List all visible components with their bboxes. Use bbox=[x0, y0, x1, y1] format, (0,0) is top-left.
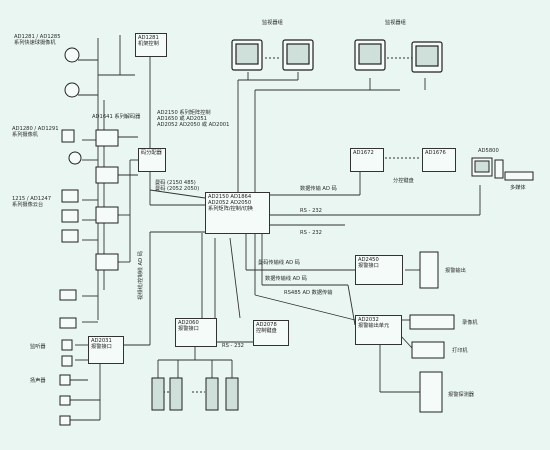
box-ad2032: AD2032 报警输出单元 bbox=[355, 315, 402, 345]
mid-note: AD2150 系列矩阵控制 AD1650 或 AD2051 AD2052 AD2… bbox=[157, 110, 230, 128]
box-matrix: AD2150 AD1864 AD2052 AD2050 系列矩阵/控制/切换 bbox=[205, 192, 270, 234]
alarm-device-icons bbox=[409, 251, 455, 413]
connection-lines bbox=[70, 35, 481, 421]
monitor-top2-label: 监视器组 bbox=[385, 20, 406, 26]
vcr-label: 录像机 bbox=[462, 320, 478, 326]
sensors-label: 报警探测器 bbox=[448, 392, 474, 398]
pc-label: AD5800 bbox=[478, 148, 499, 154]
box-ad2032-label: AD2032 报警输出单元 bbox=[358, 317, 390, 329]
ad-line: RS485 AD 数据传输 bbox=[284, 290, 333, 296]
note-code: 曼码 (2150 485) 曼码 (2052 2050) bbox=[155, 180, 200, 192]
rs232-a: RS - 232 bbox=[300, 208, 322, 214]
box-ad1281-label: AD1281 机架控制 bbox=[138, 35, 159, 47]
rs232-b: RS - 232 bbox=[300, 230, 322, 236]
alarm-out-label: 报警输出 bbox=[445, 268, 466, 274]
box-ad2031: AD2031 报警接口 bbox=[88, 336, 124, 364]
box-ad1676: AD1676 bbox=[422, 148, 456, 172]
dome-camera-icons bbox=[59, 47, 82, 329]
box-ad1676-label: AD1676 bbox=[425, 150, 446, 156]
box-ad2450: AD2450 报警接口 bbox=[355, 255, 403, 285]
pc-icon bbox=[471, 157, 534, 181]
box-ad2031-label: AD2031 报警接口 bbox=[91, 338, 112, 350]
kbd-label: 分控键盘 bbox=[393, 178, 414, 184]
box-ad2060-label: AD2060 报警接口 bbox=[178, 320, 199, 332]
box-ad2078-label: AD2078 控制键盘 bbox=[256, 322, 277, 334]
printer-label: 打印机 bbox=[452, 348, 468, 354]
box-code-dist: 码分配器 bbox=[138, 148, 166, 172]
box-ad1672-label: AD1672 bbox=[353, 150, 374, 156]
monitor-group-right bbox=[354, 39, 443, 73]
alarm-line1: 曼码传输线 AD 码 bbox=[258, 260, 300, 266]
vline-label: 视频线/控制线 AD 码 bbox=[138, 251, 144, 300]
decoder-icons bbox=[95, 129, 119, 271]
monitor-group-left bbox=[231, 39, 314, 71]
speaker2-label: 扬声器 bbox=[30, 378, 46, 384]
pc-sub-label: 多媒体 bbox=[510, 185, 526, 191]
data-link-label: 数据传输 AD 码 bbox=[300, 186, 337, 192]
box-ad2450-label: AD2450 报警接口 bbox=[358, 257, 379, 269]
box-ad2060: AD2060 报警接口 bbox=[175, 318, 217, 347]
monitor-top-label: 监视器组 bbox=[262, 20, 283, 26]
box-matrix-label: AD2150 AD1864 AD2052 AD2050 系列矩阵/控制/切换 bbox=[208, 194, 253, 212]
box-ad1281: AD1281 机架控制 bbox=[135, 33, 167, 57]
fixed-camera-label: AD1280 / AD1291 系列摄像机 bbox=[12, 126, 59, 138]
keypad-icons bbox=[151, 377, 239, 411]
ad1641-label: AD1641 系列解码器 bbox=[92, 114, 141, 120]
box-code-dist-label: 码分配器 bbox=[141, 150, 162, 156]
box-ad2078: AD2078 控制键盘 bbox=[253, 320, 289, 346]
ptz-camera-label: 1215 / AD1247 系列摄像云台 bbox=[12, 196, 51, 208]
box-ad1672: AD1672 bbox=[350, 148, 384, 172]
dome-camera-label: AD1281 / AD1285 系列快速球摄像机 bbox=[14, 34, 61, 46]
alarm-line2: 数据传输线 AD 码 bbox=[265, 276, 307, 282]
speaker1-label: 监听器 bbox=[30, 344, 46, 350]
rs232-c: RS - 232 bbox=[222, 343, 244, 349]
speaker-icons bbox=[59, 339, 73, 426]
